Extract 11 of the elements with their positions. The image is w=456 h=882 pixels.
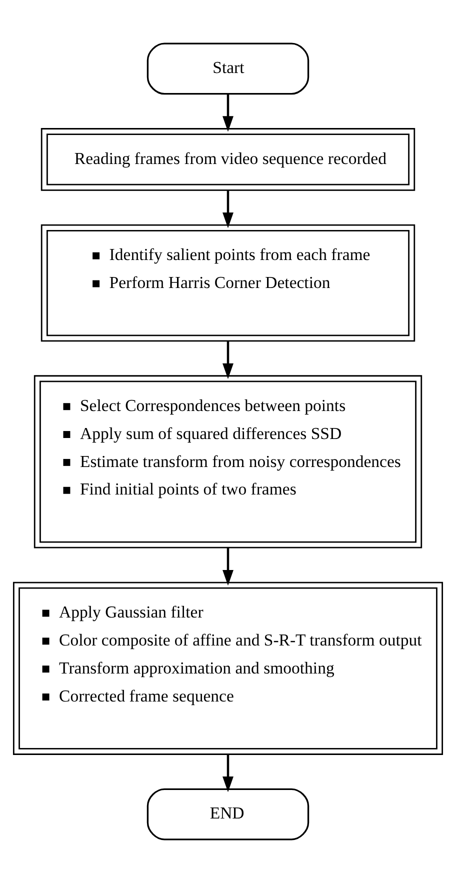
arrow xyxy=(222,547,234,586)
arrow xyxy=(222,754,234,792)
node-box: Select Correspondences between points Apply sum of squared differences SSD Estimate transform from noisy correspondences Find initial points of two frames xyxy=(34,374,422,548)
arrow xyxy=(222,340,234,379)
node-box: Identify salient points from each frame Perform Harris Corner Detection xyxy=(40,224,416,342)
node-box: END xyxy=(146,788,310,840)
arrow xyxy=(222,94,234,132)
arrow xyxy=(222,190,234,228)
node-box: Apply Gaussian filter Color composite of affine and S-R-T transform output Transform approximation and smoothing Corrected frame sequence xyxy=(12,581,444,754)
node-box: Reading frames from video sequence recorded xyxy=(40,128,416,190)
node-box: Start xyxy=(146,42,310,94)
